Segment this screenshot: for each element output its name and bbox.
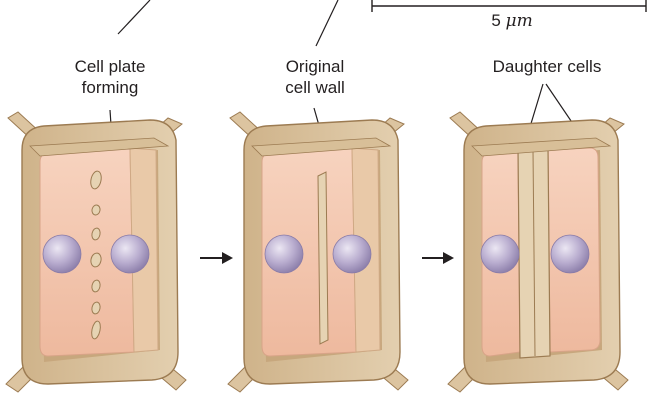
scale-bar-label: 5 μm [472,10,552,32]
nucleus [333,235,371,273]
nucleus [481,235,519,273]
leader-line-left [118,0,150,34]
cell-stage-2 [228,112,408,392]
label-original-cell-wall: Original cell wall [250,56,380,98]
cell-stage-3 [448,112,628,392]
label-daughter-cells: Daughter cells [462,56,632,77]
nucleus [551,235,589,273]
leader-line-mid [316,0,338,46]
nucleus [111,235,149,273]
nucleus [43,235,81,273]
cell-plate [318,172,328,344]
cell-stage-1 [6,112,186,392]
stage-arrow-1 [200,252,233,264]
nucleus [265,235,303,273]
stage-arrow-2 [422,252,454,264]
label-cell-plate-forming: Cell plate forming [40,56,180,98]
